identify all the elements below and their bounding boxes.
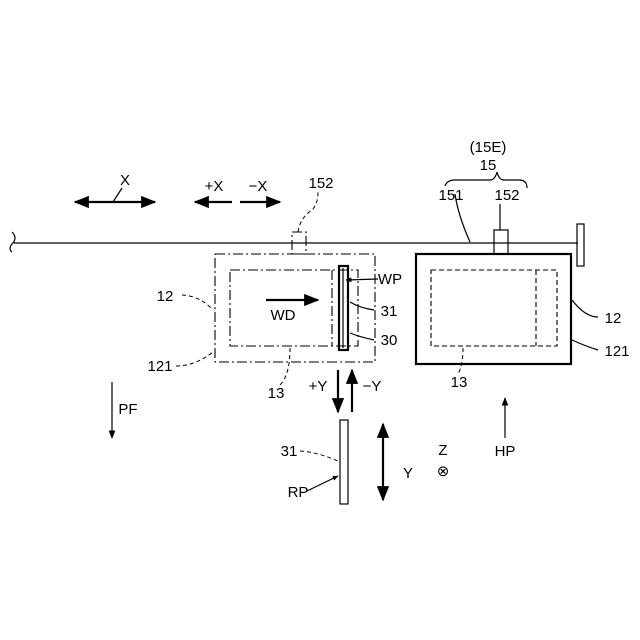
label-151: 151 bbox=[438, 187, 463, 204]
label-wd: WD bbox=[271, 307, 296, 324]
carriage-left bbox=[215, 232, 375, 362]
label-15: 15 bbox=[480, 157, 497, 174]
leader-12-right bbox=[572, 300, 598, 317]
label-pf: PF bbox=[118, 401, 137, 418]
rail-end-stop bbox=[577, 224, 584, 266]
label-z: Z bbox=[438, 442, 447, 459]
label-plus-y: +Y bbox=[309, 378, 328, 395]
brace-15 bbox=[445, 172, 527, 188]
label-rp: RP bbox=[288, 484, 309, 501]
plate-31-detail bbox=[340, 420, 348, 504]
leader-31-bottom bbox=[300, 451, 340, 462]
label-30: 30 bbox=[381, 332, 398, 349]
rail-break-mark bbox=[10, 232, 15, 252]
slider-152-right bbox=[494, 230, 508, 254]
label-wp: WP bbox=[378, 271, 402, 288]
leader-31 bbox=[350, 302, 374, 310]
label-15e: (15E) bbox=[470, 139, 507, 156]
label-minus-x: −X bbox=[249, 178, 268, 195]
leader-30 bbox=[350, 333, 374, 340]
leader-12-left bbox=[182, 295, 213, 310]
leader-121-left bbox=[176, 352, 213, 366]
leader-152-left bbox=[298, 192, 318, 232]
label-13-left: 13 bbox=[268, 385, 285, 402]
label-plus-x: +X bbox=[205, 178, 224, 195]
leader-121-right bbox=[572, 340, 598, 350]
label-121-right: 121 bbox=[604, 343, 629, 360]
label-12-left: 12 bbox=[157, 288, 174, 305]
leader-13-right bbox=[458, 348, 463, 374]
leader-13-left bbox=[280, 348, 290, 385]
label-152-left: 152 bbox=[308, 175, 333, 192]
leader-rp bbox=[307, 476, 338, 491]
label-x: X bbox=[120, 172, 130, 189]
text-labels: (15E) 15 151 152 152 X +X −X 12 121 13 W… bbox=[118, 139, 629, 501]
carriage-right bbox=[416, 230, 571, 364]
label-31: 31 bbox=[381, 303, 398, 320]
label-152-right: 152 bbox=[494, 187, 519, 204]
label-minus-y: −Y bbox=[363, 378, 382, 395]
label-13-right: 13 bbox=[451, 374, 468, 391]
label-31-bottom: 31 bbox=[281, 443, 298, 460]
label-y: Y bbox=[403, 465, 413, 482]
label-12-right: 12 bbox=[605, 310, 622, 327]
label-hp: HP bbox=[495, 443, 516, 460]
z-direction-icon: ⊗ bbox=[437, 463, 450, 480]
inner-13-right bbox=[431, 270, 557, 346]
x-label-leader bbox=[113, 188, 122, 202]
leader-wp bbox=[346, 279, 378, 280]
label-121-left: 121 bbox=[147, 358, 172, 375]
